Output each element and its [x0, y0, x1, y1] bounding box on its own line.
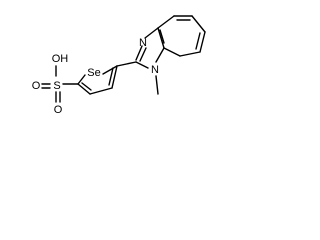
bonds	[41, 15, 206, 103]
bond	[155, 47, 165, 63]
bond	[108, 67, 114, 86]
bond	[179, 51, 201, 57]
bond	[144, 27, 159, 39]
bond	[199, 31, 206, 53]
atom-label-o-left: O	[32, 80, 41, 92]
atom-label-s: S	[53, 80, 60, 92]
bond	[89, 87, 113, 95]
bond	[157, 15, 175, 29]
bond	[77, 83, 91, 95]
bond	[163, 47, 181, 57]
bond	[159, 29, 165, 44]
atom-label-n-methyl: N	[151, 64, 159, 76]
atom-label-o-bottom: O	[54, 104, 63, 116]
bond	[77, 74, 86, 85]
bond	[191, 15, 206, 33]
bond	[116, 61, 137, 67]
bond	[195, 32, 201, 50]
bond	[81, 82, 92, 91]
bond	[102, 65, 118, 75]
bond	[135, 61, 149, 69]
atom-label-oh: OH	[52, 53, 69, 65]
bond	[139, 47, 147, 62]
bond	[155, 75, 159, 95]
molecule-diagram: OH S O O Se N N	[32, 15, 206, 116]
atom-label-se: Se	[87, 67, 100, 79]
bond	[157, 27, 165, 49]
atom-labels: OH S O O Se N N	[32, 37, 159, 116]
atom-label-n-imine: N	[139, 37, 147, 49]
bond	[135, 45, 143, 61]
bond	[111, 65, 118, 89]
